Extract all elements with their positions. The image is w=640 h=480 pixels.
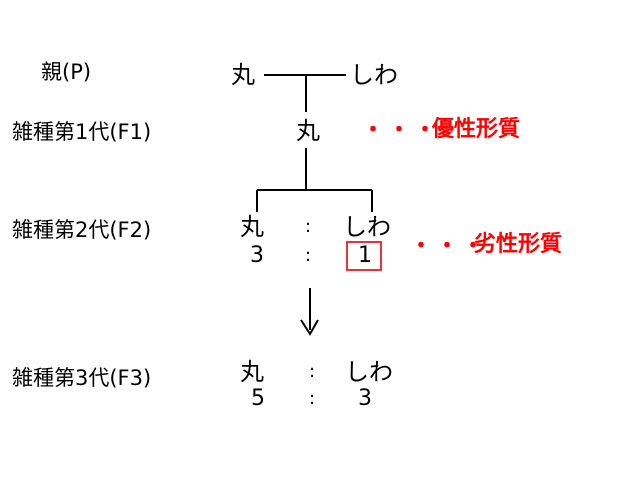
label-f2: 雑種第2代(F2) <box>12 218 152 242</box>
recessive-trait-label: 劣性形質 <box>474 232 563 257</box>
dominant-dots: ・・・ <box>362 118 441 143</box>
f3-trait-separator: : <box>309 361 316 382</box>
f3-wrinkled: しわ <box>345 358 393 386</box>
label-f3: 雑種第3代(F3) <box>12 366 152 390</box>
f2-round-count: 3 <box>250 243 264 268</box>
recessive-dots: ・・・ <box>410 234 489 259</box>
f2-ratio-separator: : <box>305 245 312 266</box>
recessive-highlight-box <box>346 241 382 271</box>
f3-ratio-separator: : <box>309 388 316 409</box>
p-round: 丸 <box>231 61 255 89</box>
f2-wrinkled-count: 1 <box>358 243 372 268</box>
p-wrinkled: しわ <box>350 61 398 89</box>
dominant-trait-label: 優性形質 <box>432 117 521 142</box>
f2-to-f3-arrow-head <box>300 319 319 336</box>
label-f1: 雑種第1代(F1) <box>12 120 152 144</box>
f3-round: 丸 <box>240 358 264 386</box>
f2-trait-separator: : <box>305 216 312 237</box>
f2-round: 丸 <box>240 213 264 241</box>
f3-round-count: 5 <box>251 386 265 411</box>
f3-wrinkled-count: 3 <box>358 386 372 411</box>
f2-wrinkled: しわ <box>343 213 391 241</box>
label-p: 親(P) <box>41 60 92 84</box>
f1-round: 丸 <box>296 117 320 145</box>
